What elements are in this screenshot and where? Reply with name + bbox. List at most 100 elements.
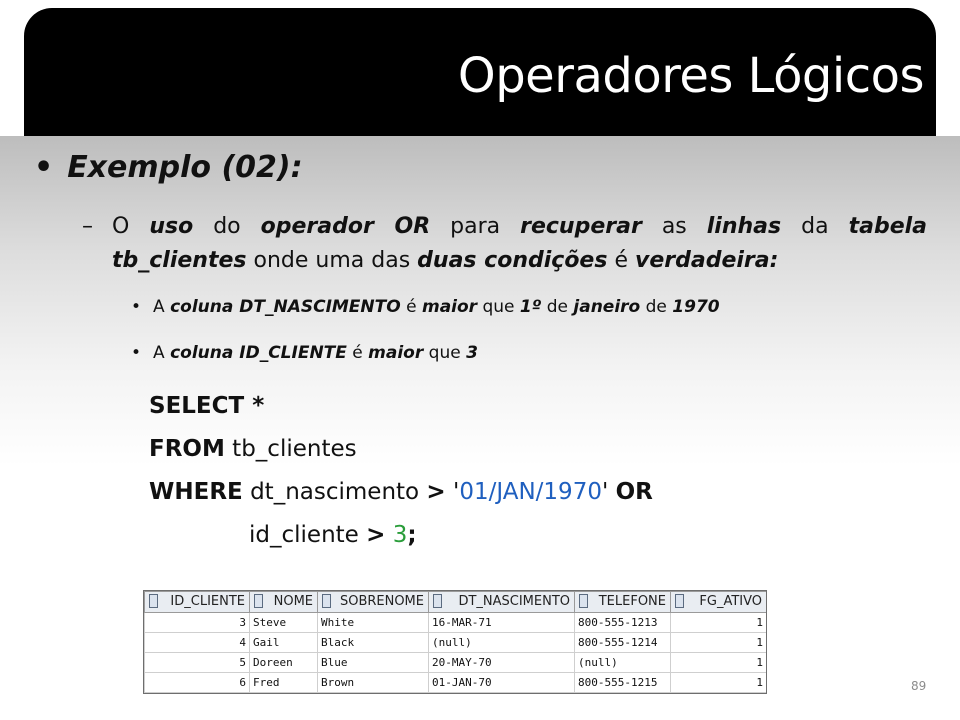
condition-text-1: A coluna DT_NASCIMENTO é maior que 1º de… [153, 297, 720, 317]
column-header-id-cliente[interactable]: ID_CLIENTE [144, 591, 250, 613]
sql-quote-close: ' [601, 479, 616, 505]
page-number: 89 [911, 679, 927, 693]
sql-line-where: WHERE dt_nascimento > '01/JAN/1970' OR [149, 479, 653, 505]
column-header-nome[interactable]: NOME [249, 591, 318, 613]
table-cell: Gail [249, 632, 318, 653]
table-cell: 20-MAY-70 [428, 652, 575, 673]
column-sort-icon [322, 594, 331, 608]
sql-line-from: FROM tb_clientes [149, 436, 357, 462]
bullet-dot: • [34, 150, 54, 185]
column-sort-icon [149, 594, 158, 608]
text-segment: que [477, 297, 520, 317]
sql-space [385, 522, 392, 548]
table-cell: 4 [144, 632, 250, 653]
text-segment: de [541, 297, 574, 317]
table-cell: Black [317, 632, 429, 653]
table-cell: Blue [317, 652, 429, 673]
bullet-dot: • [131, 343, 142, 363]
sql-keyword: SELECT * [149, 393, 265, 419]
main-bullet-text: Exemplo (02): [67, 150, 303, 185]
emphasis-text: coluna ID_CLIENTE [170, 343, 347, 363]
table-cell: (null) [428, 632, 575, 653]
text-segment: A [153, 343, 171, 363]
text-segment: A [153, 297, 171, 317]
emphasis-text: maior [368, 343, 424, 363]
text-segment: é [346, 343, 369, 363]
column-header-fg-ativo[interactable]: FG_ATIVO [670, 591, 766, 613]
table-cell: 1 [670, 672, 766, 693]
table-cell: 800-555-1213 [574, 612, 671, 633]
text-segment: onde uma das [246, 248, 418, 273]
table-cell: Steve [249, 612, 318, 633]
condition-bullet-1: • A coluna DT_NASCIMENTO é maior que 1º d… [131, 297, 720, 317]
text-segment: de [640, 297, 673, 317]
column-header-label: SOBRENOME [339, 594, 424, 609]
table-cell: Brown [317, 672, 429, 693]
slide-title: Operadores Lógicos [457, 48, 925, 104]
table-cell: 3 [144, 612, 250, 633]
sql-number-literal: 3 [392, 522, 408, 548]
emphasis-text: janeiro [573, 297, 641, 317]
emphasis-text: coluna DT_NASCIMENTO [170, 297, 401, 317]
emphasis-text: maior [421, 297, 478, 317]
table-cell: 800-555-1214 [574, 632, 671, 653]
text-segment: do [193, 214, 261, 239]
text-segment: O [112, 214, 150, 239]
sql-semicolon: ; [407, 522, 417, 548]
column-header-telefone[interactable]: TELEFONE [574, 591, 671, 613]
emphasis-text: tabela tb_clientes [112, 214, 927, 273]
column-sort-icon [433, 594, 442, 608]
column-sort-icon [254, 594, 263, 608]
table-cell: Fred [249, 672, 318, 693]
sql-operator: > [426, 479, 446, 505]
emphasis-text: verdadeira: [634, 248, 779, 273]
emphasis-text: 1º [519, 297, 542, 317]
condition-text-2: A coluna ID_CLIENTE é maior que 3 [153, 343, 478, 363]
column-sort-icon [675, 594, 684, 608]
emphasis-text: 3 [466, 343, 478, 363]
column-header-sobrenome[interactable]: SOBRENOME [317, 591, 429, 613]
text-segment: da [781, 214, 849, 239]
condition-bullet-2: • A coluna ID_CLIENTE é maior que 3 [131, 343, 478, 363]
sub-bullet-dash: – [82, 214, 93, 239]
sql-column: dt_nascimento [242, 479, 427, 505]
bullet-dot: • [131, 297, 142, 317]
main-bullet: • Exemplo (02): [34, 150, 303, 185]
table-cell: (null) [574, 652, 671, 673]
sql-string-literal: 01/JAN/1970 [459, 479, 602, 505]
column-header-label: TELEFONE [598, 594, 666, 609]
table-cell: 800-555-1215 [574, 672, 671, 693]
emphasis-text: 1970 [672, 297, 720, 317]
emphasis-text: operador OR [260, 214, 431, 239]
emphasis-text: recuperar [520, 214, 642, 239]
sql-column: id_cliente [249, 522, 367, 548]
text-segment: é [400, 297, 422, 317]
text-segment: é [607, 248, 635, 273]
table-cell: 1 [670, 632, 766, 653]
content-background [0, 136, 960, 466]
column-header-label: DT_NASCIMENTO [458, 594, 570, 609]
sql-operator: > [366, 522, 386, 548]
text-segment: para [430, 214, 521, 239]
table-cell: 5 [144, 652, 250, 673]
query-result-grid: ID_CLIENTE NOME SOBRENOME DT_NASCIMENTO TELE… [143, 590, 767, 694]
sql-line-condition: id_cliente > 3; [249, 522, 417, 548]
column-header-dt-nascimento[interactable]: DT_NASCIMENTO [428, 591, 575, 613]
sql-table-name: tb_clientes [224, 436, 357, 462]
table-cell: 01-JAN-70 [428, 672, 575, 693]
column-header-label: FG_ATIVO [699, 594, 762, 609]
table-cell: 1 [670, 652, 766, 673]
table-header-row: ID_CLIENTE NOME SOBRENOME DT_NASCIMENTO TELE… [144, 591, 766, 613]
column-header-label: ID_CLIENTE [170, 594, 245, 609]
title-bar: Operadores Lógicos [24, 8, 936, 136]
text-segment: as [641, 214, 707, 239]
column-sort-icon [579, 594, 588, 608]
table-cell: Doreen [249, 652, 318, 673]
sql-quote-open: ' [445, 479, 460, 505]
sql-keyword-or: OR [615, 479, 653, 505]
